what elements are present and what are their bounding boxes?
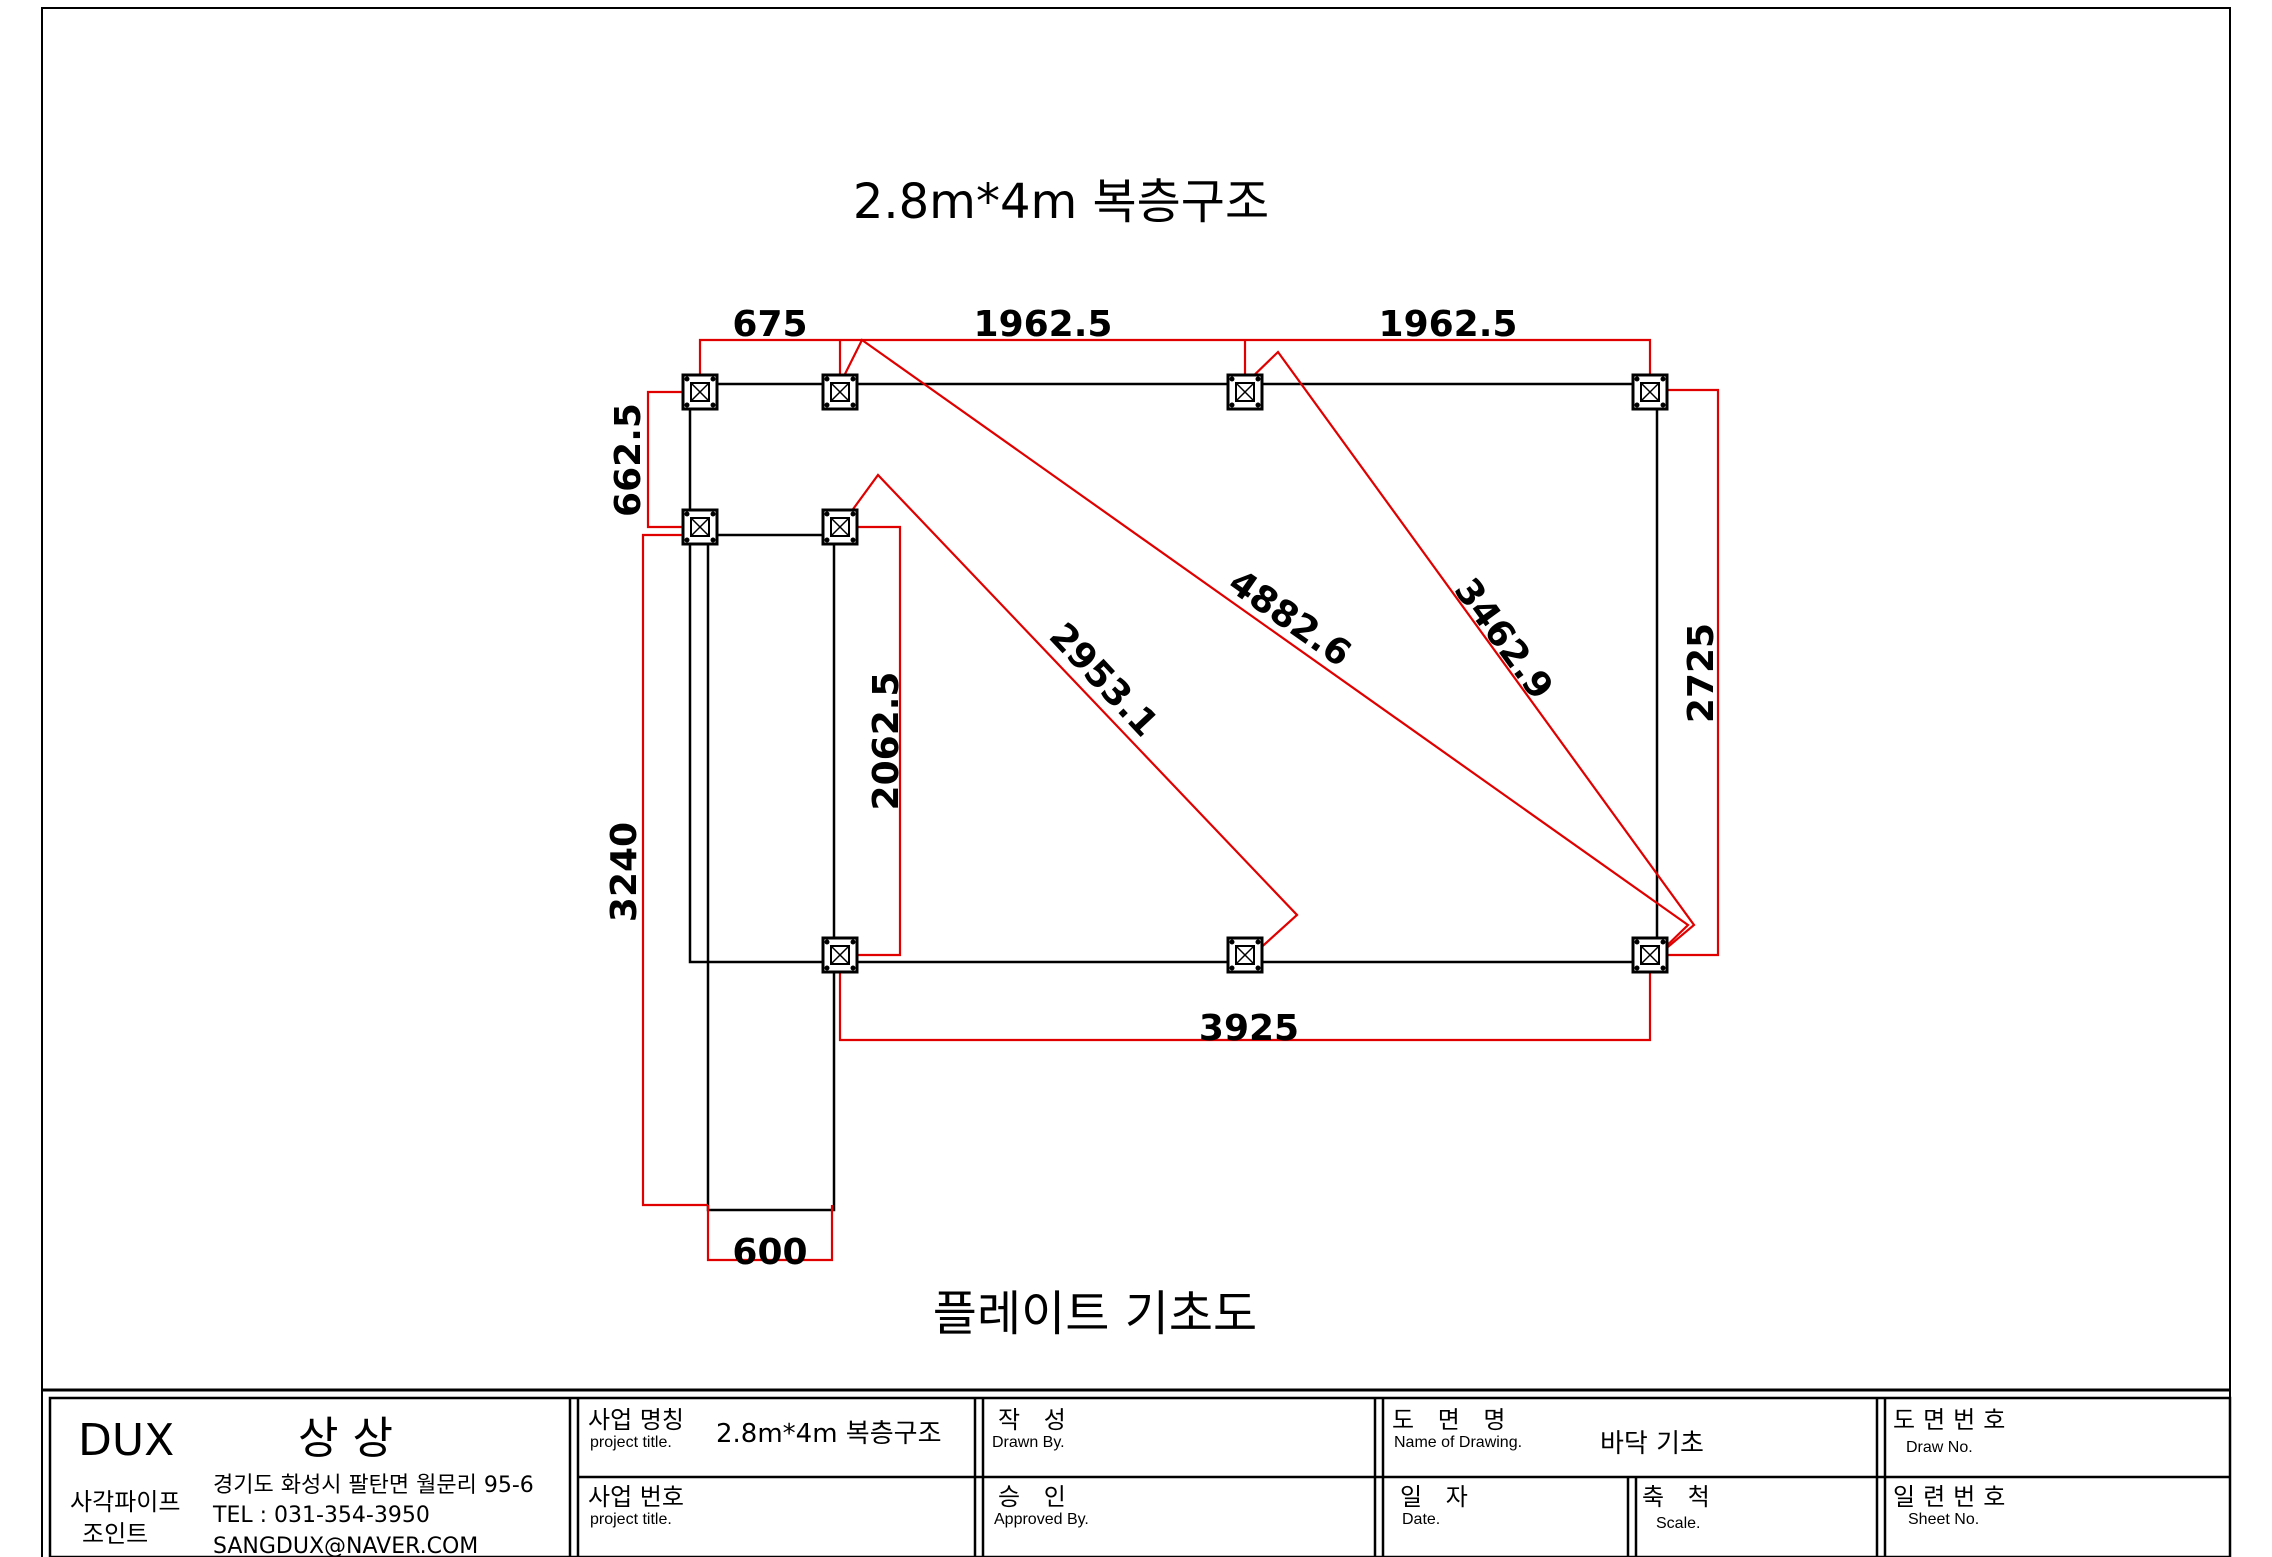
sheet-no-label-kr: 일련번호 xyxy=(1893,1483,2013,1511)
drawing-name-label-kr: 도 면 명 xyxy=(1392,1406,1514,1434)
dim-line-bottom-1 xyxy=(838,962,1652,1042)
dim-label-top-3: 1962.5 xyxy=(1379,304,1518,345)
sheet-border xyxy=(41,7,2231,1557)
base-plate-c3 xyxy=(1631,936,1669,974)
dimension-lines xyxy=(641,338,1720,1262)
company-email: SANGDUX@NAVER.COM xyxy=(213,1534,478,1557)
base-plate-a3 xyxy=(1226,373,1264,411)
dim-line-diag-1 xyxy=(839,473,1299,963)
dim-line-diag-3 xyxy=(1244,350,1696,963)
dim-line-left-1 xyxy=(646,390,690,529)
drawn-label-en: Drawn By. xyxy=(992,1434,1065,1451)
project-name-label-en: project title. xyxy=(590,1434,672,1451)
draw-no-label-kr: 도면번호 xyxy=(1893,1406,2013,1434)
draw-no-label-en: Draw No. xyxy=(1906,1439,1973,1456)
base-plate-a1 xyxy=(681,373,719,411)
dim-line-inner-1 xyxy=(840,525,902,957)
base-plate-b1 xyxy=(681,508,719,546)
company-name: DUX xyxy=(78,1415,174,1466)
dim-label-bottom-2: 600 xyxy=(732,1232,807,1273)
extension-plate-rect xyxy=(706,533,836,1212)
title-block: DUX 상 상 사각파이프 조인트 경기도 화성시 팔탄면 월문리 95-6 T… xyxy=(42,1388,2232,1557)
scale-label-kr: 축 척 xyxy=(1642,1483,1718,1511)
company-address: 경기도 화성시 팔탄면 월문리 95-6 xyxy=(213,1473,534,1498)
company-tel: TEL : 031-354-3950 xyxy=(212,1503,430,1528)
sheet-no-label-en: Sheet No. xyxy=(1908,1511,1979,1528)
approved-label-kr: 승 인 xyxy=(998,1483,1074,1511)
dim-label-top-1: 675 xyxy=(732,304,807,345)
drawing-title: 2.8m*4m 복층구조 xyxy=(853,174,1269,230)
dim-label-inner-1: 2062.5 xyxy=(866,672,907,811)
company-name-kr: 상 상 xyxy=(298,1413,393,1464)
product-line-2: 조인트 xyxy=(82,1520,148,1548)
drawing-subtitle: 플레이트 기초도 xyxy=(933,1286,1257,1342)
drawing-name-value: 바닥 기초 xyxy=(1600,1429,1704,1459)
project-name-value: 2.8m*4m 복층구조 xyxy=(716,1419,942,1449)
date-label-kr: 일 자 xyxy=(1400,1483,1476,1511)
base-plate-c2 xyxy=(1226,936,1264,974)
product-line-1: 사각파이프 xyxy=(70,1488,180,1516)
date-label-en: Date. xyxy=(1402,1511,1440,1528)
main-plate-rect xyxy=(688,382,1659,964)
dim-label-top-2: 1962.5 xyxy=(974,304,1113,345)
plate-outline xyxy=(688,382,1659,1212)
base-plate-c1 xyxy=(821,936,859,974)
dim-line-diag-2 xyxy=(839,338,1690,963)
dim-line-right-1 xyxy=(1650,388,1720,957)
dim-line-bottom-2 xyxy=(706,1205,834,1262)
project-name-label-kr: 사업 명칭 xyxy=(588,1406,684,1434)
approved-label-en: Approved By. xyxy=(994,1511,1089,1528)
scale-label-en: Scale. xyxy=(1656,1515,1700,1532)
base-plate-b2 xyxy=(821,508,859,546)
dim-line-left-2 xyxy=(641,533,708,1207)
project-no-label-kr: 사업 번호 xyxy=(588,1483,684,1511)
dim-label-bottom-1: 3925 xyxy=(1199,1008,1299,1049)
dim-label-left-2: 3240 xyxy=(604,822,645,922)
drawing-name-label-en: Name of Drawing. xyxy=(1394,1434,1522,1451)
base-plate-a2 xyxy=(821,373,859,411)
dim-line-top-overall xyxy=(698,338,1652,384)
drawn-label-kr: 작 성 xyxy=(998,1406,1074,1434)
base-plates xyxy=(681,373,1669,974)
dim-label-left-1: 662.5 xyxy=(608,403,649,517)
dim-label-right-1: 2725 xyxy=(1681,623,1722,723)
base-plate-a4 xyxy=(1631,373,1669,411)
project-no-label-en: project title. xyxy=(590,1511,672,1528)
